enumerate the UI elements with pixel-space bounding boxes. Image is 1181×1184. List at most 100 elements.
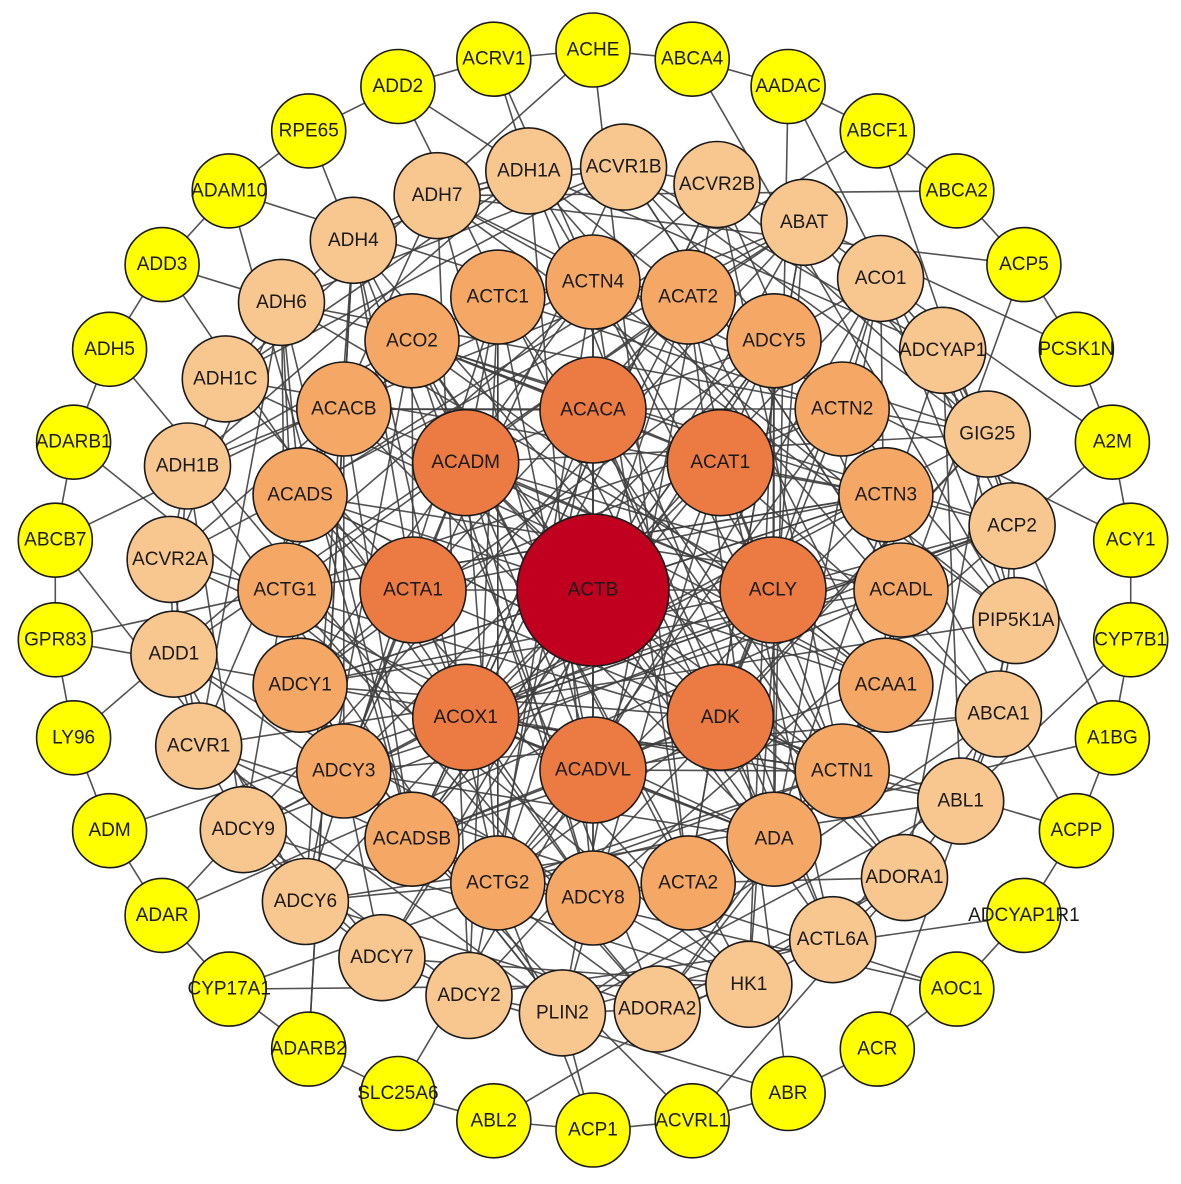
node-acvr2a[interactable]: ACVR2A [126, 515, 214, 604]
node-circle-cyp7b1[interactable] [1092, 601, 1169, 678]
node-acp5[interactable]: ACP5 [986, 226, 1062, 303]
node-abl1[interactable]: ABL1 [916, 757, 1005, 845]
node-circle-adh5[interactable] [71, 311, 148, 388]
node-circle-adh1c[interactable] [181, 335, 270, 423]
node-circle-abat[interactable] [760, 178, 848, 267]
node-acaa1[interactable]: ACAA1 [838, 637, 934, 734]
node-acadsb[interactable]: ACADSB [364, 791, 460, 888]
node-circle-actl6a[interactable] [788, 895, 877, 984]
node-acat1[interactable]: ACAT1 [666, 408, 775, 517]
node-abcb7[interactable]: ABCB7 [17, 502, 94, 579]
node-circle-a1bg[interactable] [1074, 699, 1151, 776]
node-actn3[interactable]: ACTN3 [838, 446, 934, 543]
node-circle-abcb7[interactable] [17, 502, 94, 579]
node-adcy7[interactable]: ADCY7 [338, 913, 426, 1002]
node-abca2[interactable]: ABCA2 [918, 153, 995, 229]
node-circle-abl1[interactable] [916, 757, 1005, 845]
node-aco2[interactable]: ACO2 [364, 292, 460, 389]
node-acadm[interactable]: ACADM [411, 408, 520, 517]
node-acvrl1[interactable]: ACVRL1 [654, 1083, 731, 1159]
node-acads[interactable]: ACADS [252, 446, 348, 543]
node-adcy6[interactable]: ADCY6 [261, 857, 350, 946]
node-circle-abca1[interactable] [954, 670, 1043, 758]
node-actl6a[interactable]: ACTL6A [788, 895, 877, 984]
node-add3[interactable]: ADD3 [124, 226, 200, 303]
node-slc25a6[interactable]: SLC25A6 [357, 1055, 439, 1132]
node-circle-adh1a[interactable] [484, 127, 573, 215]
node-circle-ly96[interactable] [35, 699, 112, 776]
node-acacb[interactable]: ACACB [295, 361, 392, 457]
node-aadac[interactable]: AADAC [750, 48, 826, 125]
node-circle-acpp[interactable] [1038, 792, 1115, 869]
node-circle-acr[interactable] [839, 1011, 916, 1087]
node-circle-abr[interactable] [750, 1055, 826, 1132]
node-circle-gpr83[interactable] [17, 601, 94, 678]
node-circle-adk[interactable] [666, 663, 775, 772]
node-circle-adh4[interactable] [309, 196, 398, 285]
node-circle-actb[interactable] [516, 513, 670, 667]
node-actg2[interactable]: ACTG2 [449, 835, 546, 931]
node-a1bg[interactable]: A1BG [1074, 699, 1151, 776]
node-circle-actg2[interactable] [449, 835, 546, 931]
node-circle-adcy9[interactable] [199, 785, 288, 874]
node-abca1[interactable]: ABCA1 [954, 670, 1043, 758]
node-circle-acvr1[interactable] [154, 702, 243, 790]
node-circle-adcy2[interactable] [425, 951, 513, 1040]
node-gpr83[interactable]: GPR83 [17, 601, 94, 678]
node-adora1[interactable]: ADORA1 [860, 833, 949, 922]
node-circle-aadac[interactable] [750, 48, 826, 125]
node-acpp[interactable]: ACPP [1038, 792, 1115, 869]
node-circle-acrv1[interactable] [455, 21, 532, 98]
node-rpe65[interactable]: RPE65 [270, 93, 347, 169]
node-hk1[interactable]: HK1 [705, 940, 793, 1029]
node-adarb1[interactable]: ADARB1 [36, 404, 112, 481]
node-adcy5[interactable]: ADCY5 [726, 292, 822, 389]
node-acat2[interactable]: ACAT2 [640, 249, 737, 345]
node-circle-actn1[interactable] [794, 723, 891, 819]
node-circle-abca4[interactable] [654, 21, 731, 98]
node-circle-slc25a6[interactable] [360, 1055, 436, 1132]
node-circle-abca2[interactable] [918, 153, 995, 229]
node-acvr1b[interactable]: ACVR1B [579, 123, 668, 211]
node-circle-adcy1[interactable] [252, 637, 348, 734]
node-circle-ache[interactable] [555, 12, 631, 88]
node-pcsk1n[interactable]: PCSK1N [1038, 311, 1115, 388]
node-circle-acadm[interactable] [411, 408, 520, 517]
node-gig25[interactable]: GIG25 [943, 390, 1032, 478]
node-circle-acvrl1[interactable] [654, 1083, 731, 1159]
node-circle-adora2[interactable] [613, 965, 702, 1053]
node-circle-adcyap1r1[interactable] [986, 877, 1062, 954]
node-add2[interactable]: ADD2 [360, 48, 436, 125]
node-ache[interactable]: ACHE [555, 12, 631, 88]
node-acrv1[interactable]: ACRV1 [455, 21, 532, 98]
node-acadvl[interactable]: ACADVL [539, 716, 647, 824]
node-circle-pcsk1n[interactable] [1038, 311, 1115, 388]
node-circle-actn2[interactable] [794, 361, 891, 457]
node-acvr1[interactable]: ACVR1 [154, 702, 243, 790]
node-a2m[interactable]: A2M [1074, 404, 1151, 481]
node-acly[interactable]: ACLY [719, 536, 827, 644]
node-circle-gig25[interactable] [943, 390, 1032, 478]
node-circle-acta2[interactable] [640, 835, 737, 931]
node-circle-acat2[interactable] [640, 249, 737, 345]
node-actb[interactable]: ACTB [516, 513, 670, 667]
node-circle-plin2[interactable] [518, 969, 607, 1057]
node-acta2[interactable]: ACTA2 [640, 835, 737, 931]
node-adcyap1r1[interactable]: ADCYAP1R1 [968, 877, 1080, 954]
node-circle-ada[interactable] [726, 791, 822, 888]
node-actn2[interactable]: ACTN2 [794, 361, 891, 457]
node-acvr2b[interactable]: ACVR2B [673, 140, 761, 229]
node-aco1[interactable]: ACO1 [836, 234, 925, 323]
node-circle-acacb[interactable] [295, 361, 392, 457]
node-adh4[interactable]: ADH4 [309, 196, 398, 285]
node-adcy8[interactable]: ADCY8 [545, 850, 641, 946]
node-circle-actc1[interactable] [449, 249, 546, 345]
node-circle-acads[interactable] [252, 446, 348, 543]
node-adam10[interactable]: ADAM10 [191, 153, 267, 229]
node-adcy2[interactable]: ADCY2 [425, 951, 513, 1040]
node-circle-adcyap1[interactable] [898, 306, 987, 395]
node-circle-acly[interactable] [719, 536, 827, 644]
node-circle-aco2[interactable] [364, 292, 460, 389]
node-adh1c[interactable]: ADH1C [181, 335, 270, 423]
node-cyp7b1[interactable]: CYP7B1 [1092, 601, 1169, 678]
